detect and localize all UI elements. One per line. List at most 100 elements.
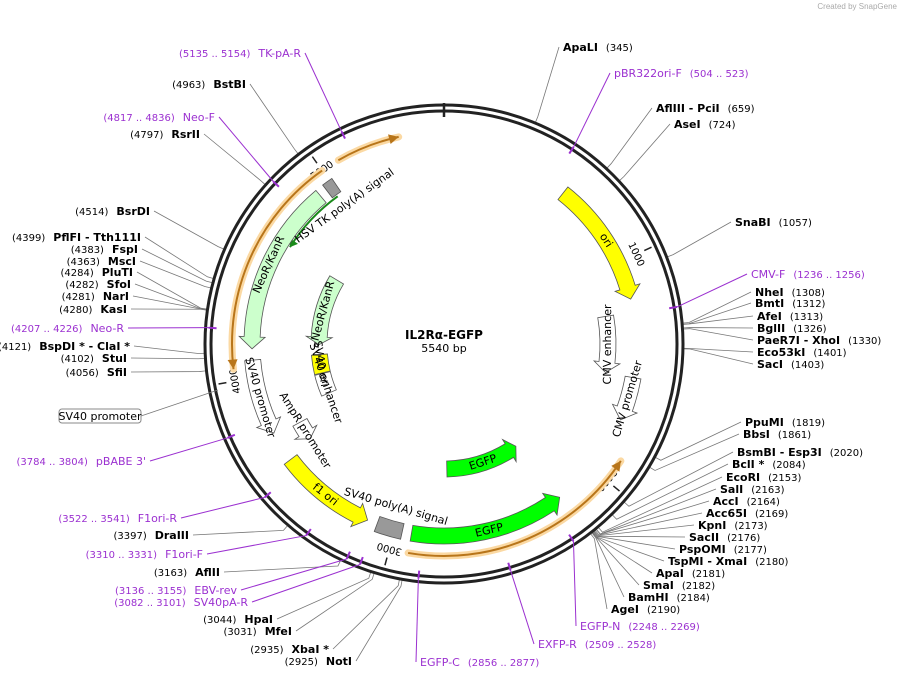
enzyme-label: PspOMI(2177) (679, 543, 767, 556)
enzyme-leader-36 (130, 308, 208, 311)
enzyme-label: BsmBI - Esp3I(2020) (737, 446, 863, 459)
enzyme-leader-32 (192, 524, 289, 536)
features (238, 177, 642, 545)
enzyme-leader-17 (595, 500, 710, 535)
enzyme-name: AfeI (757, 310, 782, 323)
enzyme-position: (1401) (813, 348, 846, 359)
enzyme-label: (4282)SfoI (65, 278, 131, 291)
enzyme-leader-0 (534, 46, 560, 124)
enzyme-label: (4056)SfiI (66, 366, 127, 379)
enzyme-label: SnaBI(1057) (735, 216, 812, 229)
enzyme-position: (2177) (734, 545, 767, 556)
primer-mark-11 (272, 180, 280, 188)
primer-leader-5 (251, 564, 361, 603)
enzyme-position: (2182) (682, 581, 715, 592)
enzyme-leader-37 (132, 295, 208, 311)
enzyme-position: (4399) (12, 233, 45, 244)
enzyme-label: (3163)AflII (154, 566, 220, 579)
primer-position: (4207 .. 4226) (11, 324, 83, 335)
enzyme-name: DraIII (155, 529, 189, 542)
enzyme-name: Eco53kI (757, 346, 805, 359)
primer-position: (2509 .. 2528) (585, 640, 657, 651)
feature-label-cmv-promoter: CMV promoter (610, 359, 645, 439)
enzyme-name: MscI (108, 255, 136, 268)
enzyme-name: ApaLI (563, 41, 598, 54)
primer-mark-4 (417, 570, 421, 579)
enzyme-position: (1057) (779, 218, 812, 229)
enzyme-name: BspDI * - ClaI * (39, 340, 130, 353)
primer-leader-11 (218, 116, 274, 182)
enzyme-leader-22 (591, 531, 665, 562)
enzyme-position: (3044) (203, 615, 236, 626)
enzyme-label: NheI(1308) (755, 286, 825, 299)
enzyme-label: SacII(2176) (689, 531, 760, 544)
enzyme-name: SacII (689, 531, 719, 544)
feature-cmv-promoter (611, 375, 642, 421)
enzyme-position: (4282) (65, 280, 98, 291)
enzyme-label: SmaI (2182) (643, 579, 715, 592)
enzyme-position: (2190) (647, 605, 680, 616)
enzyme-name: PpuMI (745, 416, 784, 429)
enzyme-label: (3031)MfeI (223, 625, 292, 638)
enzyme-position: (2020) (830, 448, 863, 459)
sv40-promoter-box: SV40 promoter (58, 389, 219, 424)
primer-label: (3784 .. 3804)pBABE 3' (17, 455, 147, 468)
enzyme-leader-3 (666, 221, 732, 258)
enzyme-position: (1819) (792, 418, 825, 429)
enzyme-position: (4963) (172, 80, 205, 91)
enzyme-label: SalI(2163) (720, 483, 785, 496)
enzyme-position: (1308) (792, 288, 825, 299)
primer-mark-7 (305, 528, 312, 537)
enzyme-name: BclI * (732, 458, 765, 471)
enzyme-leader-10 (682, 348, 754, 365)
enzyme-leader-6 (682, 315, 754, 325)
enzyme-position: (724) (709, 120, 736, 131)
primer-mark-5 (359, 556, 364, 565)
primer-label: EGFP-N(2248 .. 2269) (580, 620, 700, 633)
enzyme-label: KpnI(2173) (698, 519, 768, 532)
enzyme-name: TspMI - XmaI (668, 555, 747, 568)
enzyme-leader-26 (589, 532, 608, 610)
enzyme-leader-23 (591, 531, 653, 574)
primer-position: (1236 .. 1256) (793, 270, 865, 281)
primer-label: (4207 .. 4226)Neo-R (11, 322, 124, 335)
enzyme-name: ApaI (656, 567, 684, 580)
scale-tick-4000 (218, 381, 227, 385)
feature-cmv-enhancer (592, 314, 622, 374)
enzyme-name: KasI (100, 303, 127, 316)
enzyme-label: AseI(724) (674, 118, 736, 131)
primer-label: (3136 .. 3155)EBV-rev (115, 584, 237, 597)
enzyme-leader-2 (618, 123, 671, 182)
enzyme-leader-24 (591, 531, 640, 586)
orange-arc-arrowhead-2 (388, 134, 399, 145)
primer-name: EBV-rev (194, 584, 237, 597)
plasmid-size: 5540 bp (421, 342, 466, 355)
primer-leader-12 (304, 52, 342, 132)
primer-name: F1ori-F (165, 548, 203, 561)
primer-position: (3082 .. 3101) (114, 598, 186, 609)
primer-position: (4817 .. 4836) (103, 113, 175, 124)
feature-neokanr-inner (304, 275, 345, 346)
enzyme-label: Eco53kI (1401) (757, 346, 847, 359)
enzyme-position: (2925) (285, 657, 318, 668)
enzyme-position: (2163) (751, 485, 784, 496)
enzyme-label: (4797)RsrII (130, 128, 200, 141)
enzyme-name: NarI (103, 290, 129, 303)
enzyme-name: BglII (757, 322, 785, 335)
scale-tick-5000 (311, 156, 318, 164)
primer-label: (5135 .. 5154)TK-pA-R (179, 47, 301, 60)
enzyme-name: SmaI (643, 579, 674, 592)
enzyme-name: AgeI (611, 603, 639, 616)
enzyme-label: (4280)KasI (59, 303, 127, 316)
enzyme-leader-43 (153, 210, 225, 250)
enzyme-position: (1403) (791, 360, 824, 371)
primer-leader-8 (180, 496, 265, 519)
primer-mark-0 (568, 146, 575, 155)
enzyme-name: AccI (713, 495, 739, 508)
enzyme-leader-12 (648, 433, 740, 471)
feature-sv40-ori (311, 353, 331, 376)
enzyme-position: (4797) (130, 130, 163, 141)
center-label: IL2Rα-EGFP 5540 bp (405, 328, 483, 355)
scale-tick-3000 (384, 557, 388, 566)
enzyme-label: (4399)PflFI - Tth111I (12, 231, 141, 244)
